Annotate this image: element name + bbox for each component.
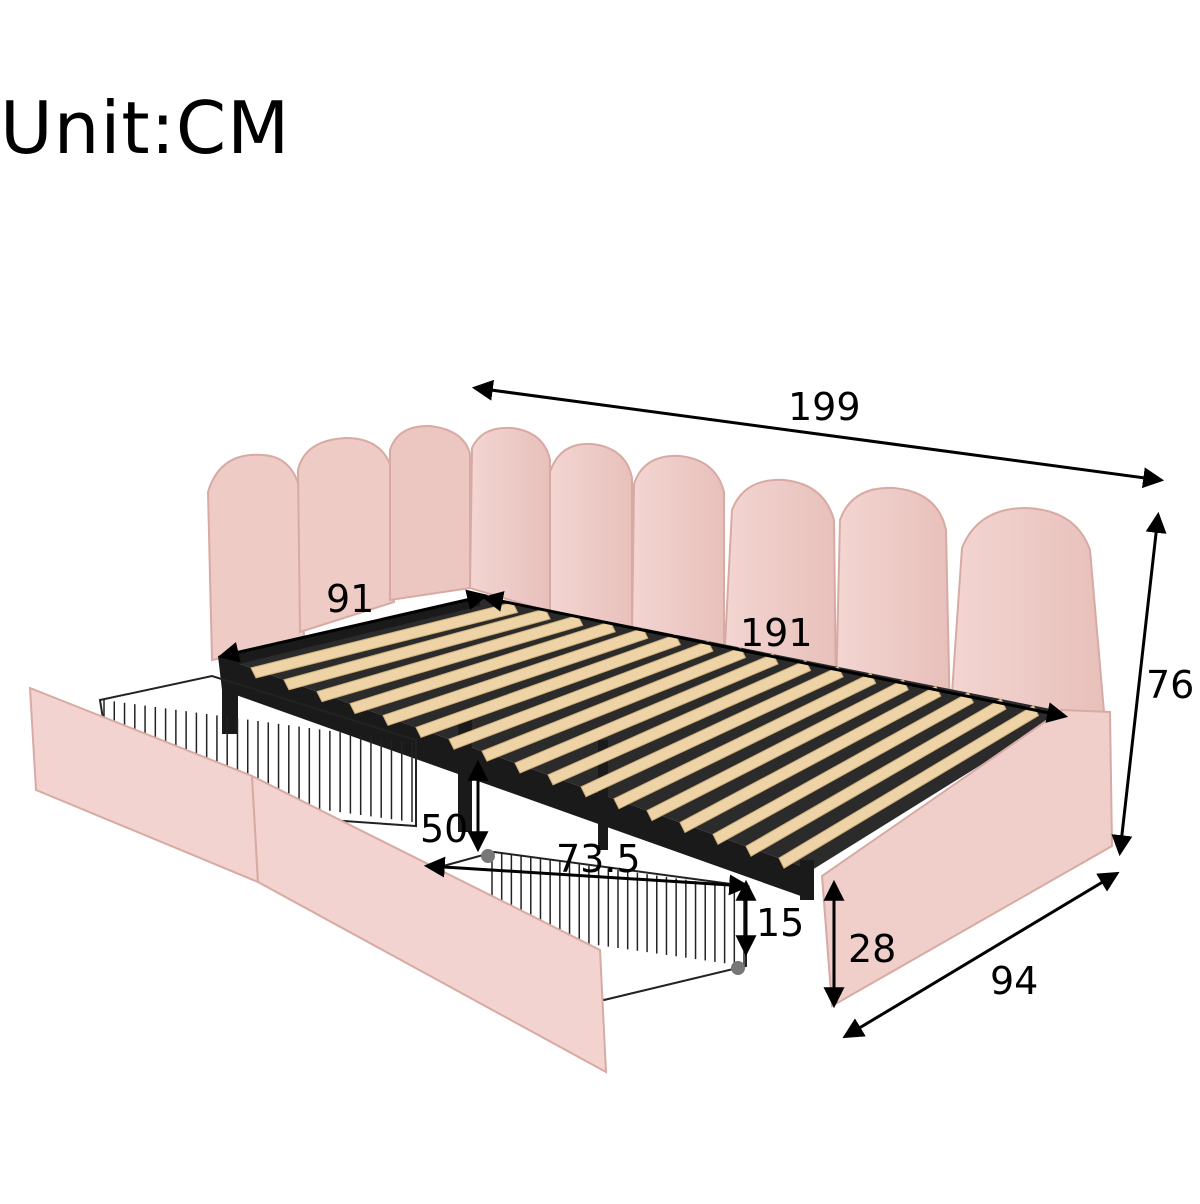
drawer-width-line [423, 856, 751, 896]
inner-width-label: 91 [326, 577, 374, 621]
overall-length-line [471, 379, 1165, 489]
drawer-depth-label: 50 [420, 807, 468, 851]
bed-height-label: 76 [1146, 663, 1194, 707]
side-rail-height-label: 28 [848, 927, 896, 971]
unit-title: Unit:CM [0, 86, 291, 170]
drawer-height-label: 15 [756, 901, 804, 945]
inner-width-line [217, 589, 489, 663]
bed-height-line [1111, 511, 1167, 857]
overall-length-label: 199 [788, 385, 861, 429]
outer-width-label: 94 [990, 959, 1038, 1003]
inner-length-line [481, 591, 1069, 723]
inner-length-label: 191 [740, 611, 813, 655]
dimension-lines [217, 379, 1167, 1039]
drawer-width-label: 73.5 [556, 837, 641, 881]
outer-width-line [842, 871, 1120, 1039]
drawer-left [28, 674, 417, 884]
dimension-labels: 199 76 91 191 94 28 50 73.5 15 [326, 385, 1194, 1003]
